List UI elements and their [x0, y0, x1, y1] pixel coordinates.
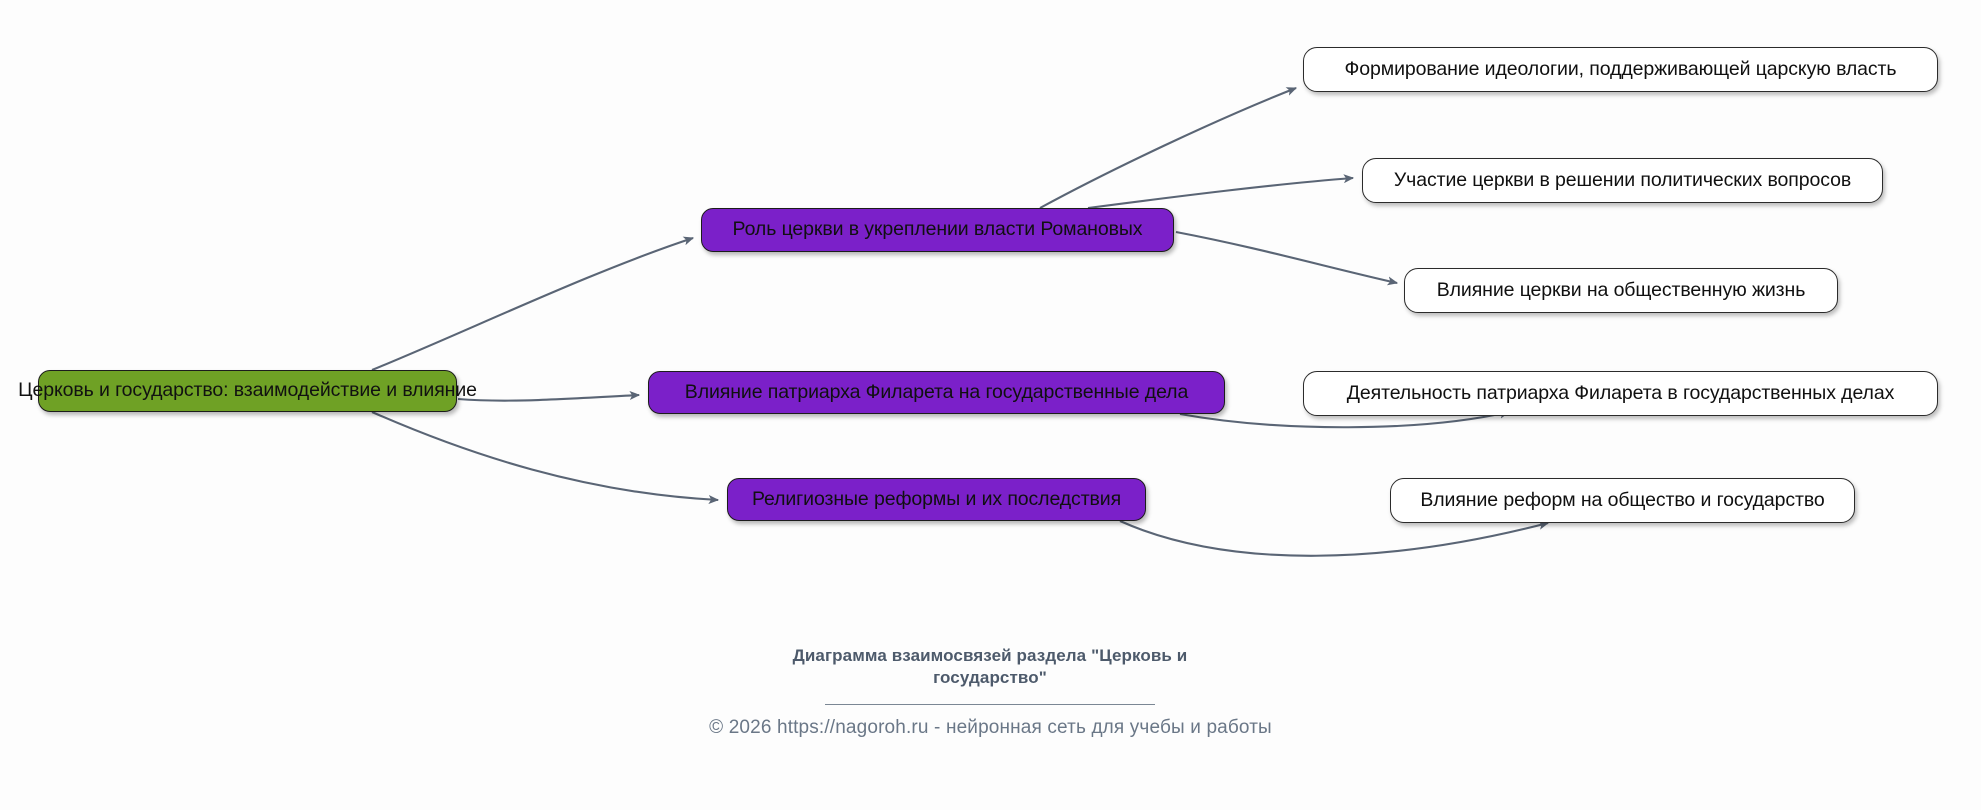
node-label: Влияние реформ на общество и государство [1420, 488, 1825, 511]
node-leaf-ideology[interactable]: Формирование идеологии, поддерживающей ц… [1303, 47, 1938, 92]
node-label: Формирование идеологии, поддерживающей ц… [1344, 57, 1897, 80]
edge-role-church-to-social-life [1175, 230, 1399, 286]
node-label: Роль церкви в укреплении власти Романовы… [732, 218, 1143, 241]
caption-title: Диаграмма взаимосвязей раздела "Церковь … [792, 646, 1188, 688]
edge-role-church-to-ideology [1039, 87, 1298, 209]
node-leaf-filaret-activity[interactable]: Деятельность патриарха Филарета в госуда… [1303, 371, 1938, 416]
node-root-church-and-state[interactable]: Церковь и государство: взаимодействие и … [18, 370, 477, 412]
node-label: Влияние церкви на общественную жизнь [1436, 278, 1806, 301]
edge-role-church-to-political [1087, 174, 1355, 210]
node-label: Влияние патриарха Филарета на государств… [684, 380, 1189, 403]
caption-divider [825, 703, 1155, 705]
diagram-caption: Диаграмма взаимосвязей раздела "Церковь … [790, 645, 1190, 705]
node-leaf-social-life[interactable]: Влияние церкви на общественную жизнь [1404, 268, 1838, 313]
edge-reforms-to-impact [1119, 520, 1550, 557]
footer-credit: © 2026 https://nagoroh.ru - нейронная се… [709, 717, 1272, 738]
node-branch-religious-reforms[interactable]: Религиозные реформы и их последствия [727, 478, 1146, 521]
node-label: Участие церкви в решении политических во… [1393, 168, 1852, 191]
node-leaf-political-questions[interactable]: Участие церкви в решении политических во… [1362, 158, 1883, 203]
edge-root-to-reforms [371, 411, 720, 504]
node-label: Деятельность патриарха Филарета в госуда… [1346, 381, 1895, 404]
edge-root-to-role-church [371, 236, 695, 371]
edge-root-to-filaret [457, 390, 641, 402]
node-label: Церковь и государство: взаимодействие и … [18, 379, 477, 402]
node-label: Религиозные реформы и их последствия [751, 487, 1122, 510]
node-branch-filaret[interactable]: Влияние патриарха Филарета на государств… [648, 371, 1225, 414]
node-leaf-reform-impact[interactable]: Влияние реформ на общество и государство [1390, 478, 1855, 523]
node-branch-role-church[interactable]: Роль церкви в укреплении власти Романовы… [701, 208, 1174, 252]
